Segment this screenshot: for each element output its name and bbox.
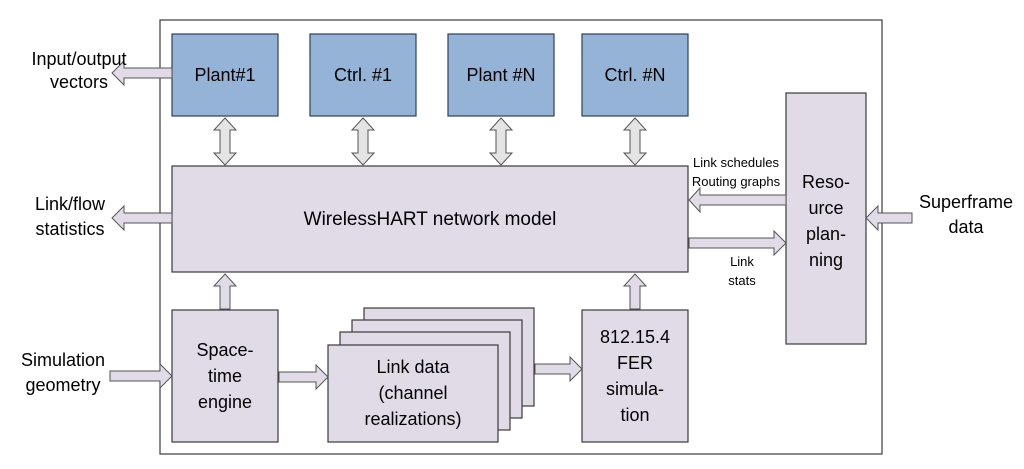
arrow-space-time-to-link-data xyxy=(278,363,329,391)
space-time-label-1: Space- xyxy=(196,340,253,360)
link-data-label-1: Link data xyxy=(376,357,450,377)
edge-label-schedules-2: Routing graphs xyxy=(692,174,781,189)
simgeo-label-1: Simulation xyxy=(21,350,105,370)
linkflow-label-2: statistics xyxy=(35,219,104,239)
resource-planning-node: Reso- urce plan- ning xyxy=(785,92,867,345)
link-data-layer-1 xyxy=(327,344,499,443)
resource-label-3: plan- xyxy=(806,224,846,244)
ctrl-1-node: Ctrl. #1 xyxy=(309,33,417,117)
io-label-1: Input/output xyxy=(31,49,126,69)
plant-1-label: Plant#1 xyxy=(194,65,255,85)
resource-label-2: urce xyxy=(808,198,843,218)
arrow-link-flow-stats xyxy=(111,204,173,232)
edge-label-schedules-1: Link schedules xyxy=(693,155,779,170)
double-arrow-plant-n xyxy=(488,117,514,166)
ctrl-n-label: Ctrl. #N xyxy=(604,65,665,85)
linkflow-label-1: Link/flow xyxy=(35,194,106,214)
arrow-space-time-to-network xyxy=(212,273,238,310)
double-arrow-ctrl-1 xyxy=(350,117,376,166)
resource-label-4: ning xyxy=(809,250,843,270)
network-model-label: WirelessHART network model xyxy=(304,209,557,230)
link-data-label-3: realizations) xyxy=(364,409,461,429)
fer-label-3: simula- xyxy=(606,379,664,399)
fer-label-4: tion xyxy=(620,405,649,425)
arrow-io-vectors xyxy=(111,59,173,87)
resource-label-1: Reso- xyxy=(802,172,850,192)
arrow-fer-to-network xyxy=(622,273,648,310)
ctrl-n-node: Ctrl. #N xyxy=(581,33,689,117)
arrow-link-data-to-fer xyxy=(534,355,583,383)
arrow-simulation-geometry xyxy=(109,362,173,390)
edge-label-stats-2: stats xyxy=(728,273,756,288)
space-time-engine-node: Space- time engine xyxy=(171,309,279,443)
outer-frame xyxy=(159,19,883,455)
double-arrow-plant-1 xyxy=(212,117,238,166)
superframe-label-1: Superframe xyxy=(919,192,1013,212)
arrow-resource-to-network xyxy=(688,186,787,214)
ctrl-1-label: Ctrl. #1 xyxy=(334,65,392,85)
plant-n-node: Plant #N xyxy=(447,33,555,117)
plant-n-label: Plant #N xyxy=(466,65,535,85)
simgeo-label-2: geometry xyxy=(25,375,100,395)
space-time-label-2: time xyxy=(208,366,242,386)
link-data-label-2: (channel xyxy=(378,383,447,403)
fer-label-1: 812.15.4 xyxy=(600,327,670,347)
fer-simulation-node: 812.15.4 FER simula- tion xyxy=(581,309,689,443)
arrow-superframe-data xyxy=(865,204,913,232)
link-data-stack: Link data (channel realizations) xyxy=(327,307,535,443)
space-time-label-3: engine xyxy=(198,392,252,412)
arrow-network-to-resource xyxy=(688,229,787,257)
plant-1-node: Plant#1 xyxy=(171,33,279,117)
edge-label-stats-1: Link xyxy=(730,254,754,269)
fer-label-2: FER xyxy=(617,353,653,373)
io-label-2: vectors xyxy=(50,72,108,92)
double-arrow-ctrl-n xyxy=(622,117,648,166)
superframe-label-2: data xyxy=(948,217,984,237)
network-model-node: WirelessHART network model xyxy=(171,165,689,273)
